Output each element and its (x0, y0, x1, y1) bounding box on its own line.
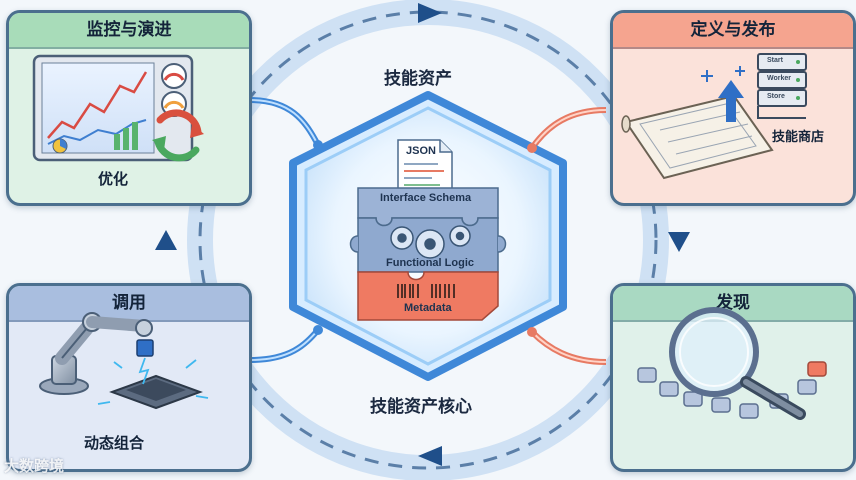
stage-card-discover: 发现 (610, 283, 856, 472)
server-label-2: Worker (767, 75, 791, 82)
json-label: JSON (406, 145, 436, 157)
watermark: 大数跨境 (4, 457, 65, 475)
stage-caption-define: 技能商店 (772, 130, 825, 145)
barcode-icon (397, 284, 455, 298)
server-label-1: Start (767, 57, 783, 64)
lifecycle-ring (155, 0, 690, 480)
stage-title-invoke: 调用 (9, 286, 249, 322)
stage-card-monitor: 监控与演进 (6, 10, 252, 206)
stage-caption-invoke: 动态组合 (84, 434, 145, 452)
stage-title-discover: 发现 (613, 286, 853, 322)
gear-icon (390, 225, 471, 259)
core-connectors (249, 97, 607, 365)
arrow-left-icon (155, 230, 177, 250)
stage-card-define: 定义与发布 (610, 10, 856, 206)
metadata-layer (357, 271, 499, 321)
json-document-icon (397, 139, 453, 197)
arrow-bottom-icon (418, 446, 442, 466)
stage-title-monitor: 监控与演进 (9, 13, 249, 49)
stage-caption-monitor: 优化 (98, 170, 129, 188)
functional-logic-layer (349, 217, 507, 273)
cycle-bottom-label: 技能资产核心 (370, 397, 472, 417)
layer-label-interface-schema: Interface Schema (380, 192, 472, 204)
server-label-3: Store (767, 93, 785, 100)
cycle-top-label: 技能资产 (384, 69, 452, 89)
layer-label-functional-logic: Functional Logic (386, 257, 474, 269)
layer-label-metadata: Metadata (404, 302, 452, 314)
stage-title-define: 定义与发布 (613, 13, 853, 49)
arrow-top-icon (418, 3, 442, 23)
arrow-right-icon (668, 232, 690, 252)
